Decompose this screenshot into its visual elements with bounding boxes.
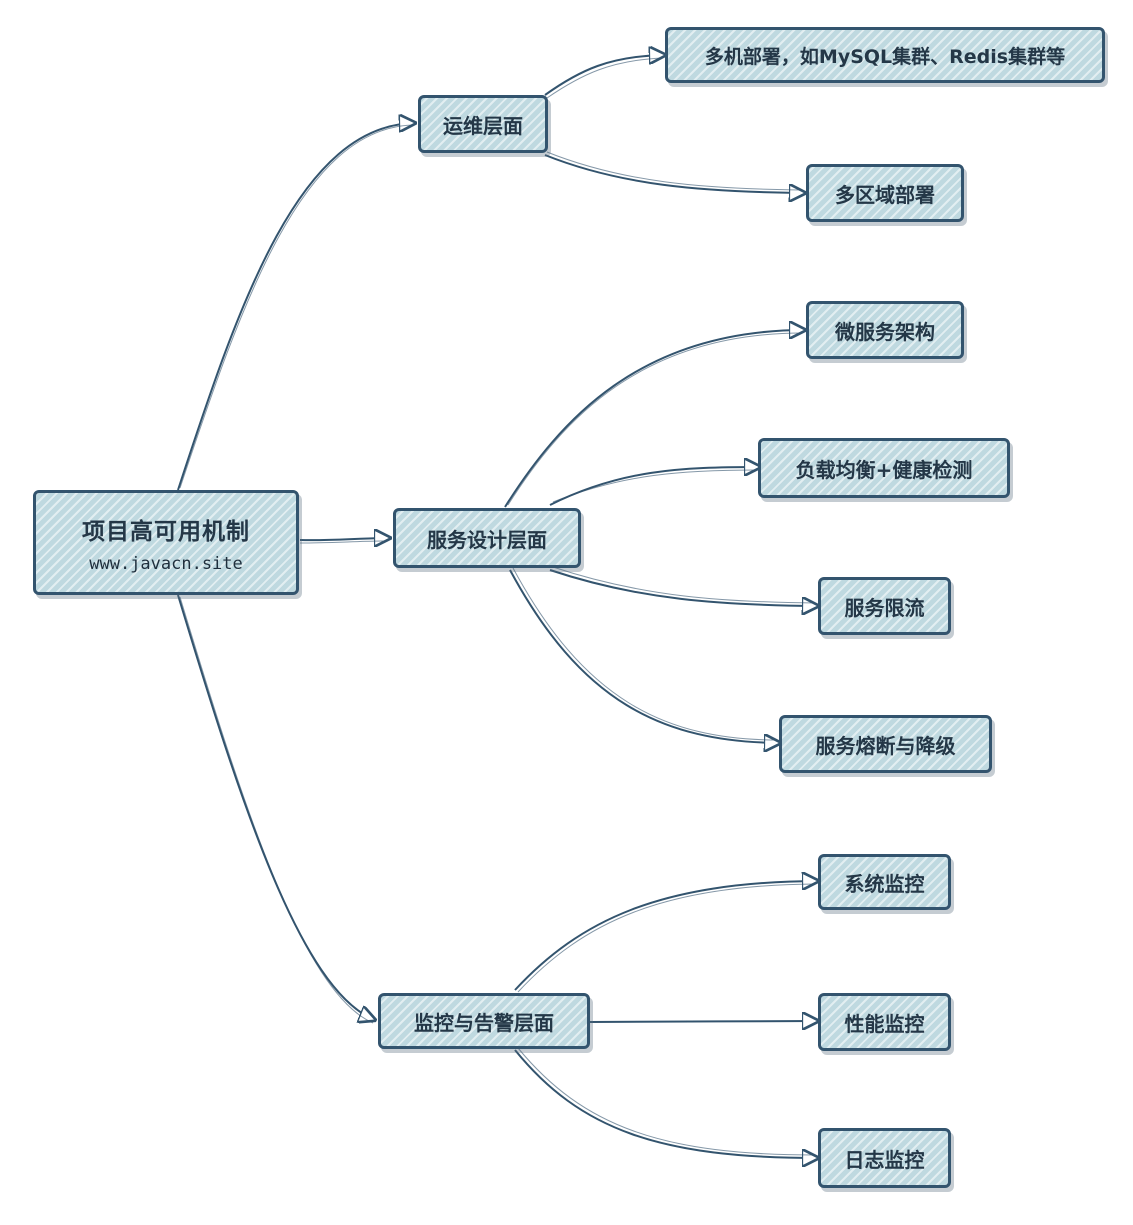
- link-root-monitor: [177, 594, 375, 1020]
- branch-ops-label: 运维层面: [443, 113, 523, 138]
- link-service-ratelimit-sketch: [552, 566, 817, 604]
- link-service-microservice: [504, 330, 805, 508]
- leaf-load-balance-label: 负载均衡+健康检测: [795, 457, 973, 482]
- link-service-circuit-sketch: [512, 567, 779, 741]
- leaf-multi-machine[interactable]: 多机部署，如MySQL集群、Redis集群等: [665, 27, 1105, 83]
- root-node[interactable]: 项目高可用机制 www.javacn.site: [33, 490, 299, 595]
- link-root-monitor-sketch: [179, 596, 374, 1024]
- leaf-multi-machine-label: 多机部署，如MySQL集群、Redis集群等: [704, 45, 1066, 68]
- link-monitor-log: [514, 1049, 818, 1158]
- leaf-circuit-breaker-label: 服务熔断与降级: [815, 733, 956, 758]
- leaf-system-monitoring-label: 系统监控: [844, 871, 925, 896]
- link-service-loadbalance: [549, 467, 760, 506]
- leaf-system-monitoring[interactable]: 系统监控: [818, 854, 951, 910]
- branch-monitoring-label: 监控与告警层面: [414, 1010, 554, 1035]
- leaf-log-monitoring-label: 日志监控: [844, 1147, 925, 1172]
- leaf-microservice-label: 微服务架构: [835, 319, 935, 344]
- link-ops-multi-region: [544, 154, 805, 193]
- link-root-service: [299, 538, 390, 540]
- link-service-ratelimit: [549, 569, 818, 606]
- leaf-performance-monitoring-label: 性能监控: [844, 1011, 925, 1036]
- leaf-microservice[interactable]: 微服务架构: [806, 301, 964, 359]
- link-root-ops: [177, 123, 415, 491]
- link-ops-multi-machine: [544, 55, 665, 96]
- link-root-ops-sketch: [179, 124, 414, 489]
- leaf-log-monitoring[interactable]: 日志监控: [818, 1128, 951, 1188]
- branch-ops[interactable]: 运维层面: [418, 95, 548, 153]
- link-monitor-system-sketch: [517, 883, 817, 993]
- leaf-load-balance[interactable]: 负载均衡+健康检测: [758, 438, 1010, 498]
- link-monitor-performance: [589, 1021, 818, 1022]
- leaf-rate-limit-label: 服务限流: [844, 595, 925, 620]
- leaf-multi-region-label: 多区域部署: [835, 182, 935, 207]
- branch-service-design[interactable]: 服务设计层面: [393, 508, 581, 568]
- leaf-performance-monitoring[interactable]: 性能监控: [818, 993, 951, 1051]
- link-monitor-system: [514, 881, 818, 991]
- link-ops-multi-region-sketch: [546, 151, 804, 191]
- link-root-service-sketch: [299, 540, 389, 544]
- link-ops-multi-machine-sketch: [546, 57, 664, 99]
- link-service-loadbalance-sketch: [552, 469, 759, 503]
- link-service-microservice-sketch: [507, 332, 804, 506]
- branch-monitoring[interactable]: 监控与告警层面: [378, 993, 590, 1049]
- leaf-multi-region[interactable]: 多区域部署: [806, 164, 964, 222]
- link-monitor-log-sketch: [517, 1047, 817, 1156]
- leaf-rate-limit[interactable]: 服务限流: [818, 577, 951, 635]
- leaf-circuit-breaker[interactable]: 服务熔断与降级: [779, 715, 992, 773]
- branch-service-design-label: 服务设计层面: [427, 527, 547, 552]
- root-title: 项目高可用机制: [82, 518, 250, 545]
- link-service-circuit: [509, 569, 780, 743]
- root-subtitle: www.javacn.site: [89, 553, 243, 574]
